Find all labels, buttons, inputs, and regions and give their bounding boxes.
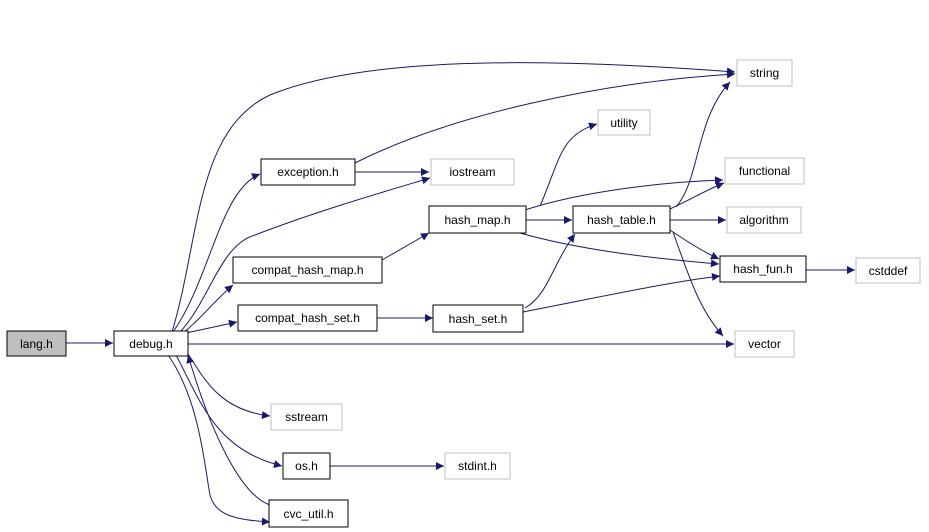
node-vector: vector [734, 330, 795, 358]
edge-debug-to-cvc-util [167, 354, 271, 526]
node-string: string [736, 59, 793, 87]
node-os-h[interactable]: os.h [282, 452, 331, 480]
edge-debug-to-os [175, 354, 283, 469]
node-compat-hash-set-h[interactable]: compat_hash_set.h [237, 304, 378, 332]
svg-text:string: string [750, 66, 779, 80]
node-hash-map-h[interactable]: hash_map.h [428, 205, 527, 234]
node-cstddef: cstddef [855, 257, 921, 284]
edge-hash-table-to-hash-fun [669, 229, 720, 260]
svg-text:compat_hash_set.h: compat_hash_set.h [255, 311, 360, 325]
edge-hash-table-to-string [675, 81, 731, 208]
node-iostream: iostream [430, 158, 515, 186]
node-utility: utility [597, 109, 651, 136]
node-algorithm: algorithm [726, 206, 802, 234]
svg-text:hash_fun.h: hash_fun.h [733, 262, 792, 276]
node-stdint-h: stdint.h [444, 452, 511, 480]
svg-text:functional: functional [739, 164, 790, 178]
node-sstream: sstream [270, 403, 343, 431]
edge-hash-table-to-functional [669, 182, 725, 210]
edge-hash-set-to-hash-table [524, 233, 576, 309]
edge-hash-set-to-hash-fun [522, 272, 721, 313]
edge-hash-map-to-functional [524, 176, 724, 211]
graph-edges [66, 62, 855, 526]
svg-text:cvc_util.h: cvc_util.h [283, 507, 333, 521]
edge-debug-to-compat-hash-map [183, 284, 234, 333]
svg-text:lang.h: lang.h [20, 337, 53, 351]
edge-exception-to-string [354, 70, 736, 164]
svg-text:cstddef: cstddef [869, 264, 908, 278]
edge-hash-table-to-vector [672, 231, 724, 337]
edge-hash-map-to-utility [539, 122, 598, 207]
edge-cvc-util-to-debug [186, 354, 271, 506]
svg-text:compat_hash_map.h: compat_hash_map.h [251, 263, 363, 277]
edge-debug-to-sstream [187, 353, 271, 420]
svg-text:exception.h: exception.h [277, 165, 338, 179]
node-functional: functional [724, 157, 805, 185]
graph-nodes: lang.h debug.h exception.h compat_hash_m… [6, 59, 921, 528]
svg-text:hash_set.h: hash_set.h [449, 312, 508, 326]
edge-compat-hash-map-to-hash-map [381, 232, 430, 261]
svg-text:utility: utility [610, 116, 637, 130]
node-debug-h[interactable]: debug.h [113, 330, 189, 357]
svg-text:hash_table.h: hash_table.h [587, 213, 656, 227]
edge-debug-to-compat-hash-set [185, 319, 238, 334]
edge-debug-to-exception [172, 173, 261, 333]
svg-text:os.h: os.h [295, 459, 318, 473]
svg-text:vector: vector [748, 337, 781, 351]
edge-debug-to-iostream [179, 176, 431, 333]
node-hash-set-h[interactable]: hash_set.h [432, 304, 524, 333]
node-hash-fun-h[interactable]: hash_fun.h [719, 255, 807, 283]
node-exception-h[interactable]: exception.h [260, 158, 356, 186]
svg-text:iostream: iostream [449, 165, 495, 179]
node-compat-hash-map-h[interactable]: compat_hash_map.h [232, 256, 383, 284]
node-cvc-util-h[interactable]: cvc_util.h [268, 499, 349, 528]
edge-debug-to-string [171, 62, 736, 333]
node-hash-table-h[interactable]: hash_table.h [572, 205, 671, 234]
node-lang-h[interactable]: lang.h [6, 330, 67, 357]
svg-text:debug.h: debug.h [129, 337, 172, 351]
svg-text:hash_map.h: hash_map.h [444, 213, 510, 227]
edge-hash-map-to-hash-fun [519, 232, 720, 268]
svg-text:algorithm: algorithm [739, 213, 788, 227]
svg-text:sstream: sstream [285, 410, 328, 424]
svg-text:stdint.h: stdint.h [458, 459, 497, 473]
